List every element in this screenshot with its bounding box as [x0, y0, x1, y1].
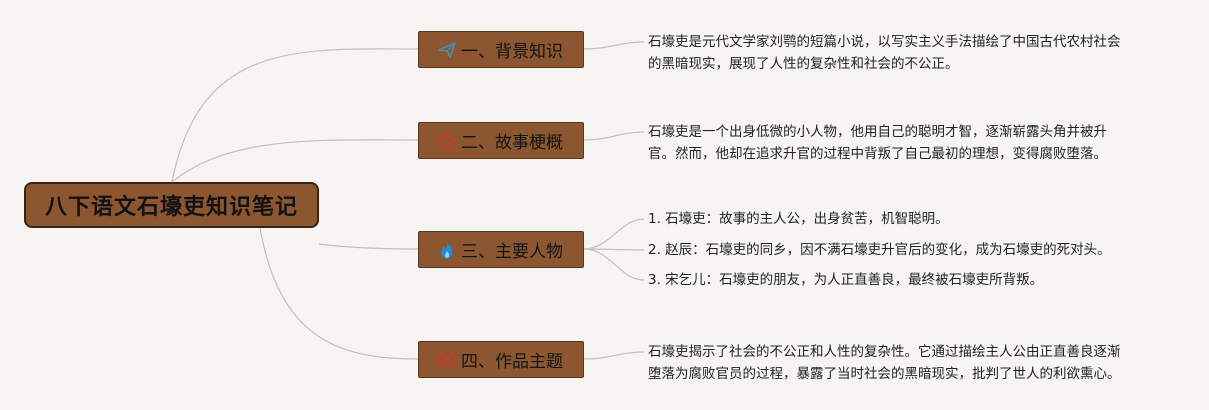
flame-icon	[437, 240, 457, 260]
leaf-line: 石壕吏是一个出身低微的小人物，他用自己的聪明才智，逐渐崭露头角并被升	[648, 124, 1107, 140]
leaf-line: 石壕吏是元代文学家刘鹗的短篇小说，以写实主义手法描绘了中国古代农村社会	[648, 34, 1121, 50]
leaf-text: 1. 石壕吏：故事的主人公，出身贫苦，机智聪明。	[648, 208, 949, 230]
star-icon	[437, 131, 457, 151]
leaf-line: 石壕吏揭示了社会的不公正和人性的复杂性。它通过描绘主人公由正直善良逐渐	[648, 344, 1121, 360]
leaf-text: 石壕吏是一个出身低微的小人物，他用自己的聪明才智，逐渐崭露头角并被升 官。然而，…	[648, 121, 1107, 165]
branch-synopsis[interactable]: 二、故事梗概	[418, 122, 584, 159]
leaf-line: 1. 石壕吏：故事的主人公，出身贫苦，机智聪明。	[648, 211, 949, 227]
connector-branch-leaf	[583, 218, 645, 250]
paper-plane-icon	[437, 40, 457, 60]
crown-icon	[437, 350, 457, 370]
branch-background[interactable]: 一、背景知识	[418, 31, 584, 68]
connector-root-branch	[318, 243, 419, 250]
connector-branch-leaf	[583, 248, 645, 281]
branch-theme[interactable]: 四、作品主题	[418, 341, 584, 378]
leaf-text: 石壕吏揭示了社会的不公正和人性的复杂性。它通过描绘主人公由正直善良逐渐 堕落为腐…	[648, 341, 1121, 385]
branch-label: 三、主要人物	[461, 242, 563, 262]
leaf-text: 石壕吏是元代文学家刘鹗的短篇小说，以写实主义手法描绘了中国古代农村社会 的黑暗现…	[648, 31, 1121, 75]
connector-branch-leaf	[583, 131, 645, 141]
branch-label: 二、故事梗概	[461, 133, 563, 153]
leaf-line: 的黑暗现实，展现了人性的复杂性和社会的不公正。	[648, 56, 959, 72]
leaf-line: 堕落为腐败官员的过程，暴露了当时社会的黑暗现实，批判了世人的利欲熏心。	[648, 366, 1121, 382]
root-node[interactable]: 八下语文石壕吏知识笔记	[24, 182, 319, 228]
connector-root-branch	[171, 139, 419, 183]
leaf-line: 2. 赵辰：石壕吏的同乡，因不满石壕吏升官后的变化，成为石壕吏的死对头。	[648, 242, 1111, 258]
branch-characters[interactable]: 三、主要人物	[418, 231, 584, 268]
leaf-text: 2. 赵辰：石壕吏的同乡，因不满石壕吏升官后的变化，成为石壕吏的死对头。	[648, 239, 1111, 261]
root-title: 八下语文石壕吏知识笔记	[44, 195, 298, 220]
connector-branch-leaf	[583, 41, 645, 50]
leaf-line: 3. 宋乞儿：石壕吏的朋友，为人正直善良，最终被石壕吏所背叛。	[648, 272, 1044, 288]
connector-root-branch	[259, 227, 419, 360]
branch-label: 一、背景知识	[461, 42, 563, 62]
branch-label: 四、作品主题	[461, 352, 563, 372]
leaf-line: 官。然而，他却在追求升官的过程中背叛了自己最初的理想，变得腐败堕落。	[648, 146, 1107, 162]
connector-root-branch	[171, 48, 419, 183]
connector-branch-leaf	[583, 351, 645, 360]
leaf-text: 3. 宋乞儿：石壕吏的朋友，为人正直善良，最终被石壕吏所背叛。	[648, 269, 1043, 291]
